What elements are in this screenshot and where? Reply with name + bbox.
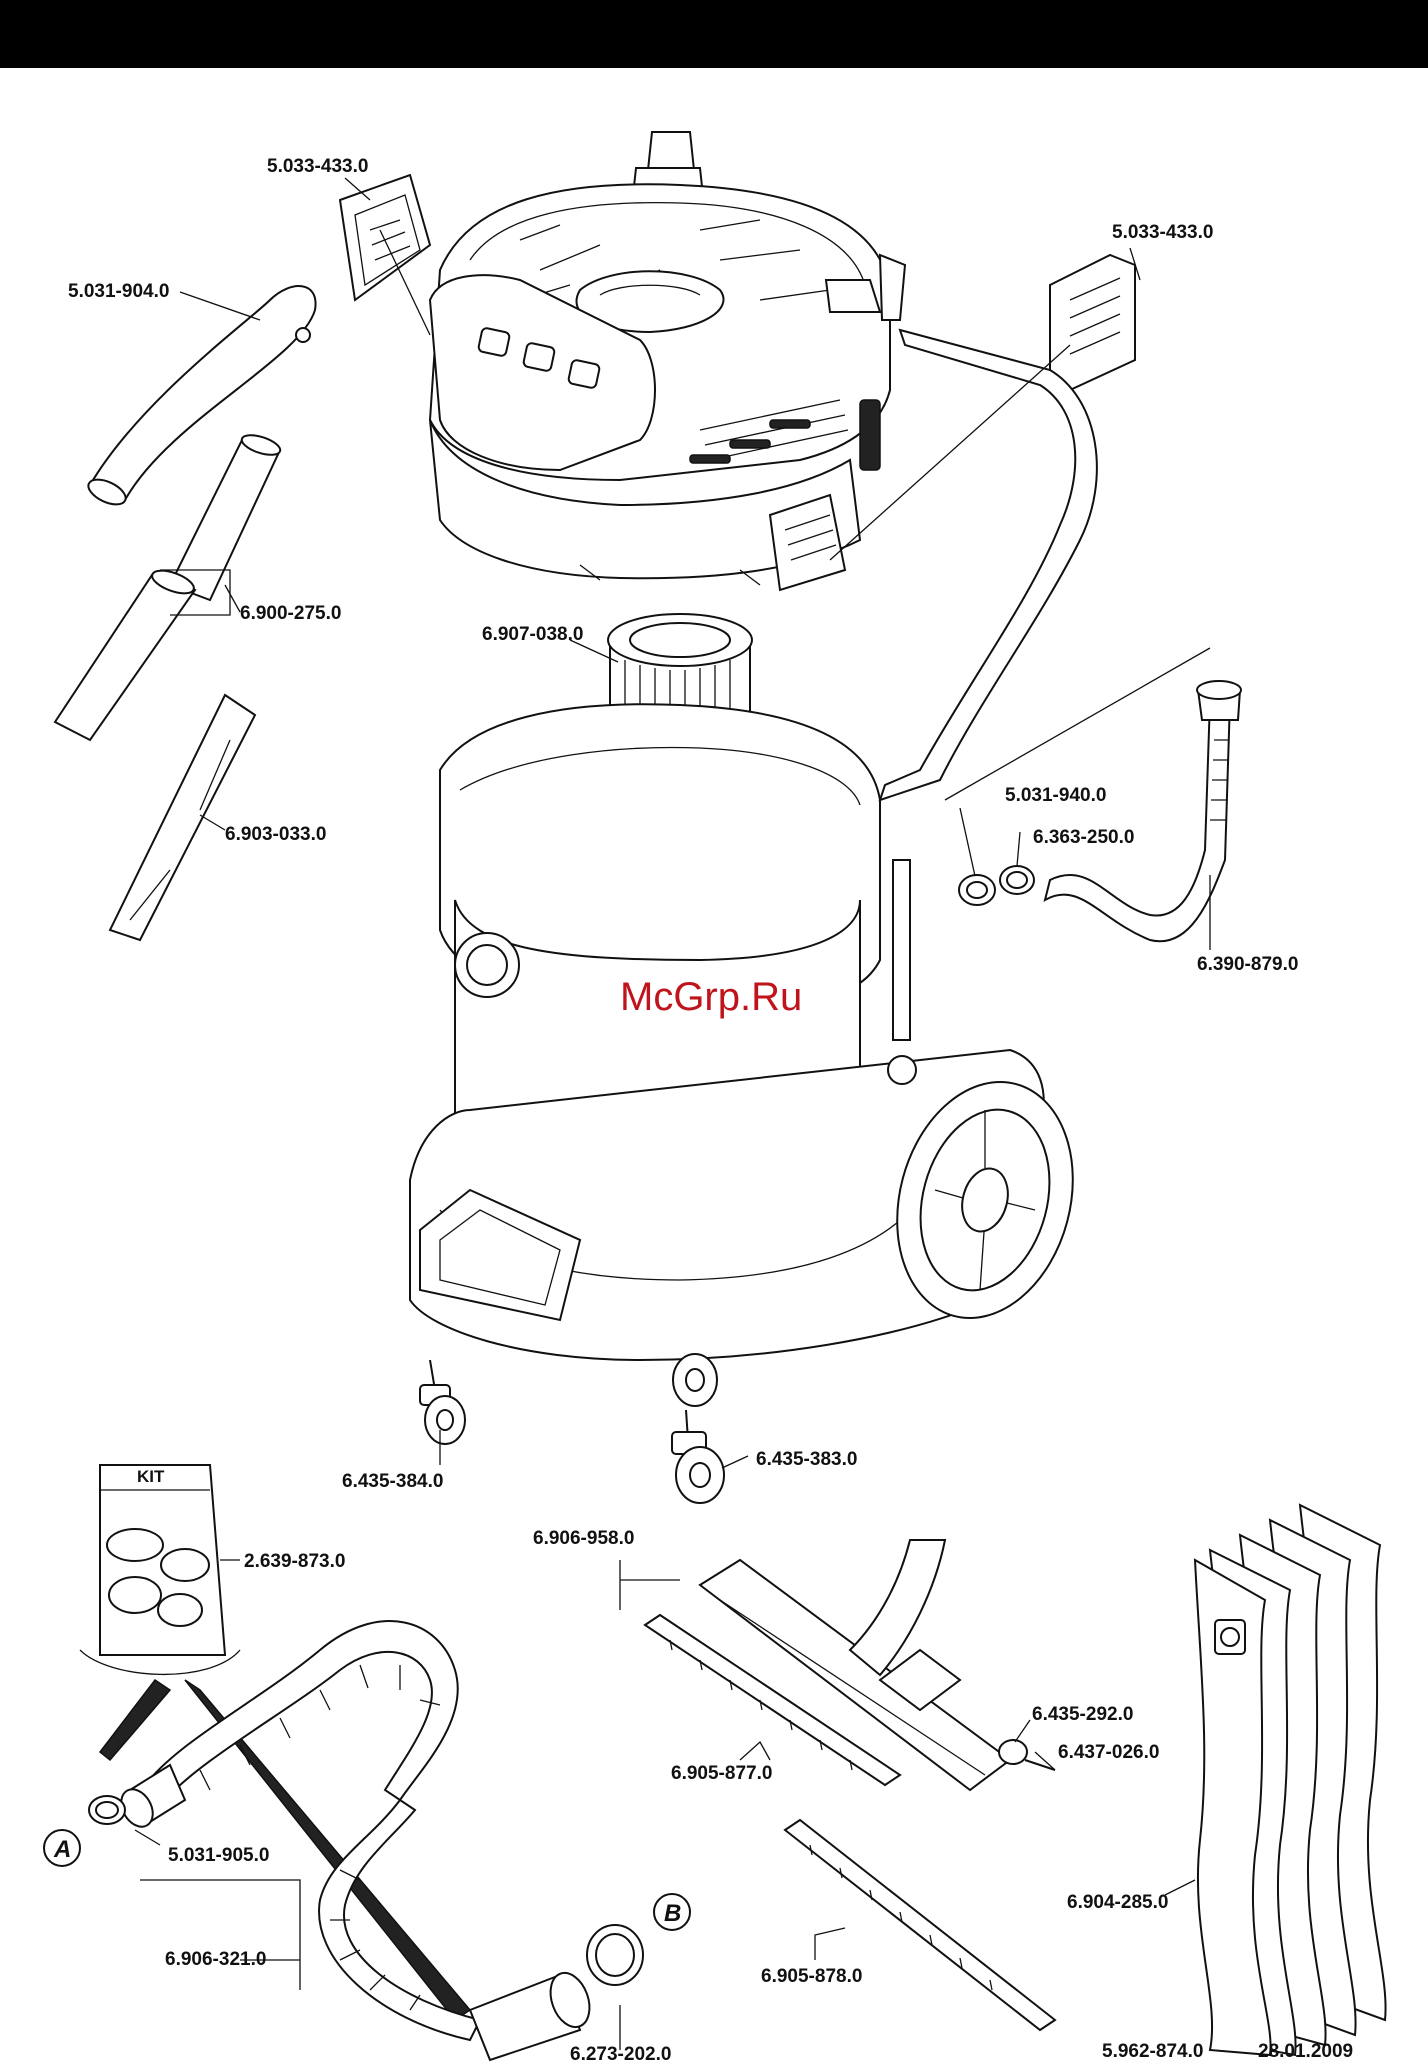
footer-date: 28.01.2009: [1258, 2041, 1353, 2062]
part-label-6-363-250-0: 6.363-250.0: [1033, 827, 1134, 848]
part-label-6-435-384-0: 6.435-384.0: [342, 1471, 443, 1492]
footer-doc-number: 5.962-874.0: [1102, 2041, 1203, 2062]
motor-head-illustration: [430, 132, 905, 590]
part-label-6-900-275-0: 6.900-275.0: [240, 603, 341, 624]
part-label-5-031-904-0: 5.031-904.0: [68, 281, 169, 302]
part-label-5-033-433-0-left: 5.033-433.0: [267, 156, 368, 177]
part-label-6-905-878-0: 6.905-878.0: [761, 1966, 862, 1987]
part-label-5-033-433-0-right: 5.033-433.0: [1112, 222, 1213, 243]
caster-center-illustration: [672, 1354, 724, 1503]
callout-letter-b: B: [664, 1900, 681, 1927]
part-label-2-639-873-0: 2.639-873.0: [244, 1551, 345, 1572]
part-label-6-906-321-0: 6.906-321.0: [165, 1949, 266, 1970]
suction-hose-illustration: [44, 1621, 690, 2060]
part-label-6-907-038-0: 6.907-038.0: [482, 624, 583, 645]
part-label-6-273-202-0: 6.273-202.0: [570, 2044, 671, 2064]
filter-cover-left-illustration: [340, 175, 430, 300]
hose-connector-illustration: [959, 681, 1241, 941]
part-label-6-903-033-0: 6.903-033.0: [225, 824, 326, 845]
callout-letter-a: A: [53, 1836, 71, 1863]
part-label-6-904-285-0: 6.904-285.0: [1067, 1892, 1168, 1913]
part-label-6-437-026-0: 6.437-026.0: [1058, 1742, 1159, 1763]
part-label-6-390-879-0: 6.390-879.0: [1197, 954, 1298, 975]
part-label-5-031-940-0: 5.031-940.0: [1005, 785, 1106, 806]
part-label-6-435-292-0: 6.435-292.0: [1032, 1704, 1133, 1725]
part-label-5-031-905-0: 5.031-905.0: [168, 1845, 269, 1866]
kit-label: KIT: [137, 1467, 165, 1486]
part-label-6-905-877-0: 6.905-877.0: [671, 1763, 772, 1784]
floor-nozzle-illustration: [645, 1540, 1055, 2030]
filter-bags-illustration: [1195, 1505, 1386, 2055]
part-label-6-906-958-0: 6.906-958.0: [533, 1528, 634, 1549]
filter-cover-right-illustration: [1050, 255, 1135, 390]
kit-bag-illustration: [80, 1465, 470, 2020]
watermark: McGrp.Ru: [620, 975, 802, 1019]
caster-left-illustration: [420, 1360, 465, 1444]
part-label-6-435-383-0: 6.435-383.0: [756, 1449, 857, 1470]
